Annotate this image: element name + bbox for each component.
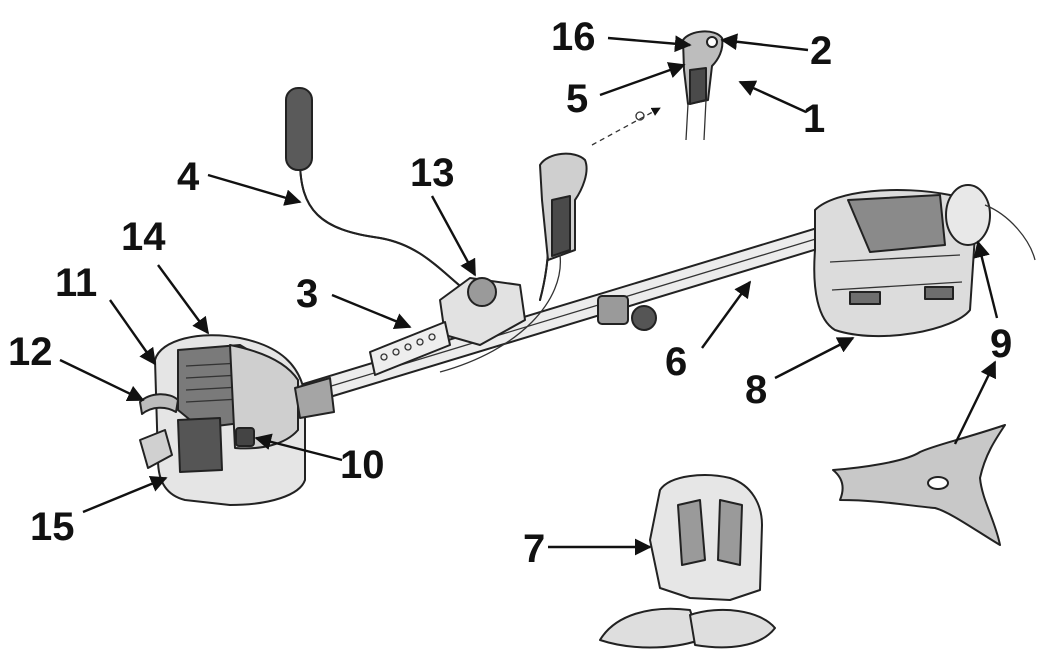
starter-handle bbox=[139, 393, 179, 415]
air-filter-cover bbox=[139, 429, 173, 469]
grass-guard bbox=[813, 184, 1036, 338]
cutting-head bbox=[945, 184, 991, 246]
callout-15: 15 bbox=[30, 505, 75, 549]
drive-shaft bbox=[299, 214, 871, 404]
harness-hanger bbox=[369, 321, 451, 376]
callout-8: 8 bbox=[745, 368, 767, 412]
engine bbox=[139, 334, 335, 506]
callout-13: 13 bbox=[410, 151, 455, 195]
callout-7: 7 bbox=[523, 527, 545, 571]
leader-lines bbox=[59, 33, 999, 556]
throttle-handle bbox=[439, 152, 588, 373]
throttle-detail-inset bbox=[591, 30, 724, 146]
shaft-clamp bbox=[597, 295, 657, 331]
callout-12: 12 bbox=[8, 330, 53, 374]
callout-labels: 1 2 3 4 5 6 7 8 9 10 11 12 13 14 15 16 bbox=[8, 15, 1012, 571]
callout-5: 5 bbox=[566, 77, 588, 121]
callout-2: 2 bbox=[810, 29, 832, 73]
callout-1: 1 bbox=[803, 97, 825, 141]
callout-9: 9 bbox=[990, 322, 1012, 366]
three-tooth-blade bbox=[832, 424, 1006, 546]
handle-clamp bbox=[439, 277, 526, 346]
callout-4: 4 bbox=[177, 155, 200, 199]
callout-16: 16 bbox=[551, 15, 596, 59]
shoulder-harness bbox=[599, 474, 776, 649]
stop-switch bbox=[235, 427, 255, 447]
left-grip bbox=[285, 87, 313, 171]
callout-3: 3 bbox=[296, 272, 318, 316]
callout-10: 10 bbox=[340, 443, 385, 487]
handle-bar bbox=[285, 87, 551, 301]
callout-6: 6 bbox=[665, 340, 687, 384]
callout-11: 11 bbox=[55, 261, 97, 305]
callout-14: 14 bbox=[121, 215, 166, 259]
